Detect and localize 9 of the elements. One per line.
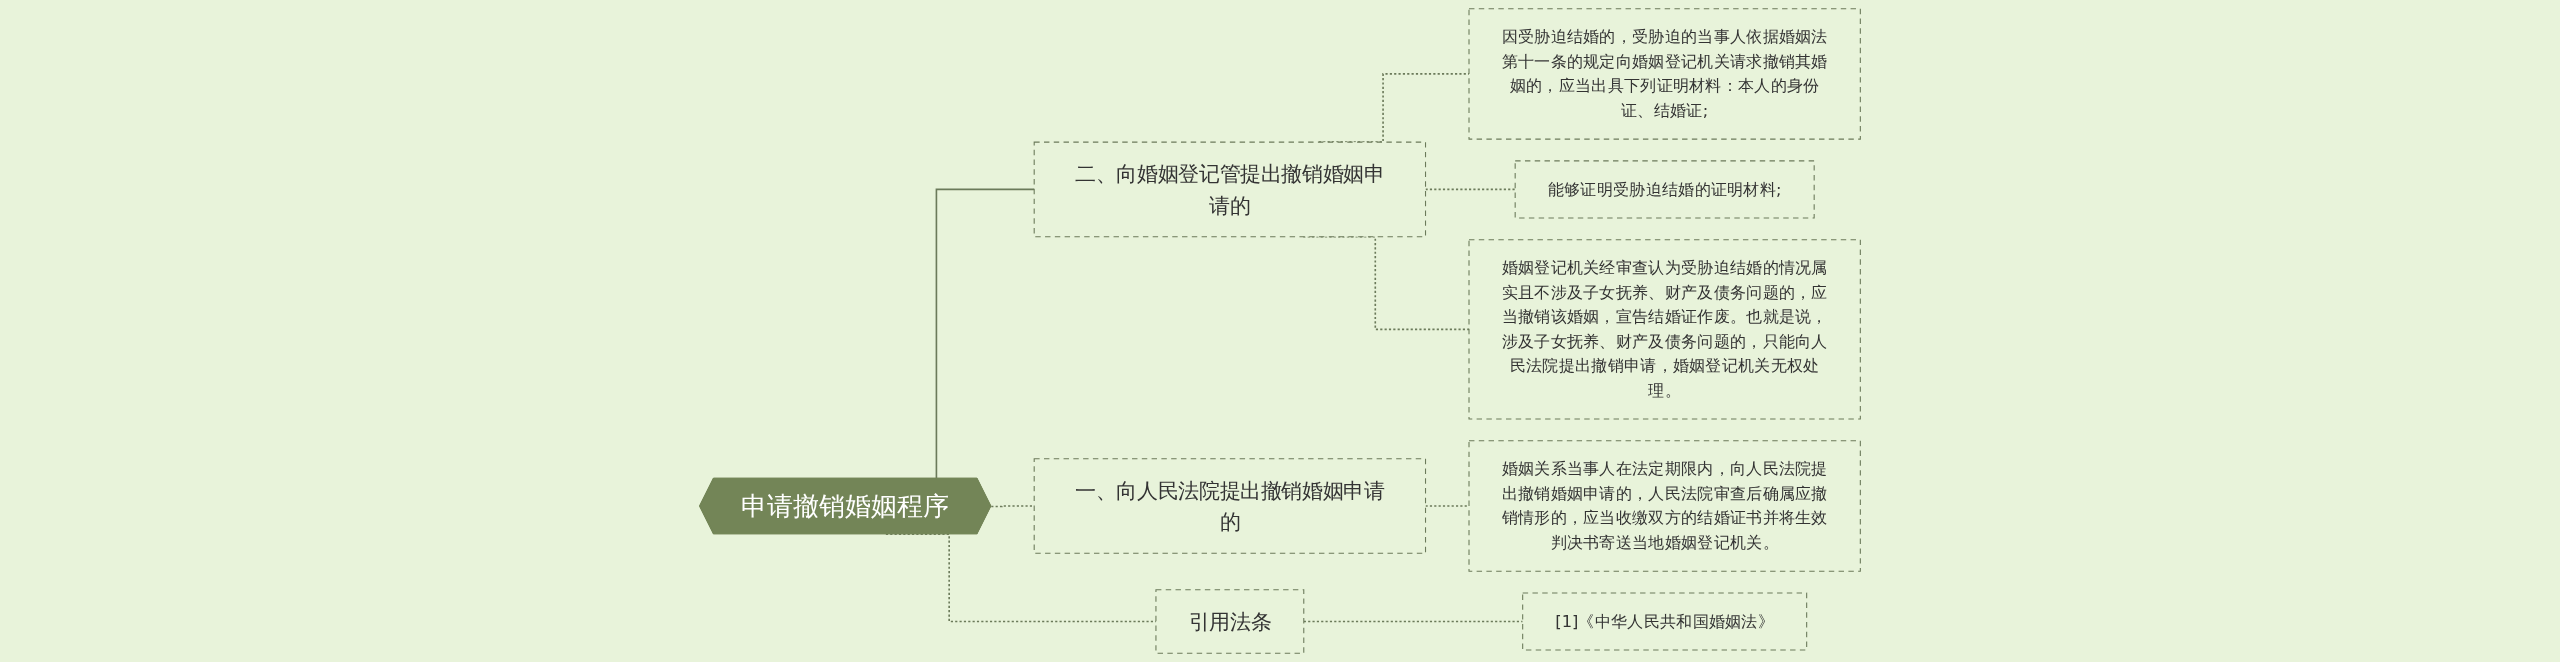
node-box: [1]《中华人民共和国婚姻法》 <box>1522 592 1808 651</box>
node-box: 能够证明受胁迫结婚的证明材料; <box>1514 160 1815 219</box>
node-box: 一、向人民法院提出撤销婚姻申请的 <box>1033 458 1427 554</box>
node-box: 因受胁迫结婚的，受胁迫的当事人依据婚姻法第十一条的规定向婚姻登记机关请求撤销其婚姻的，应当出具下列证明材料：本人的身份证、结婚证; <box>1468 8 1861 140</box>
node-box: 二、向婚姻登记管提出撤销婚姻申请的 <box>1033 141 1427 238</box>
node-box: 引用法条 <box>1155 589 1305 654</box>
connector <box>990 505 1035 508</box>
node-box: 婚姻关系当事人在法定期限内，向人民法院提出撤销婚姻申请的，人民法院审查后确属应撤销情形的，应当收缴双方的结婚证书并将生效判决书寄送当地婚姻登记机关。 <box>1468 440 1861 572</box>
node-box: 婚姻登记机关经审查认为受胁迫结婚的情况属实且不涉及子女抚养、财产及债务问题的，应当撤销该婚姻，宣告结婚证作废。也就是说，涉及子女抚养、财产及债务问题的，只能向人民法院提出撤销申请，婚姻登记机关无权处理。 <box>1468 239 1861 420</box>
